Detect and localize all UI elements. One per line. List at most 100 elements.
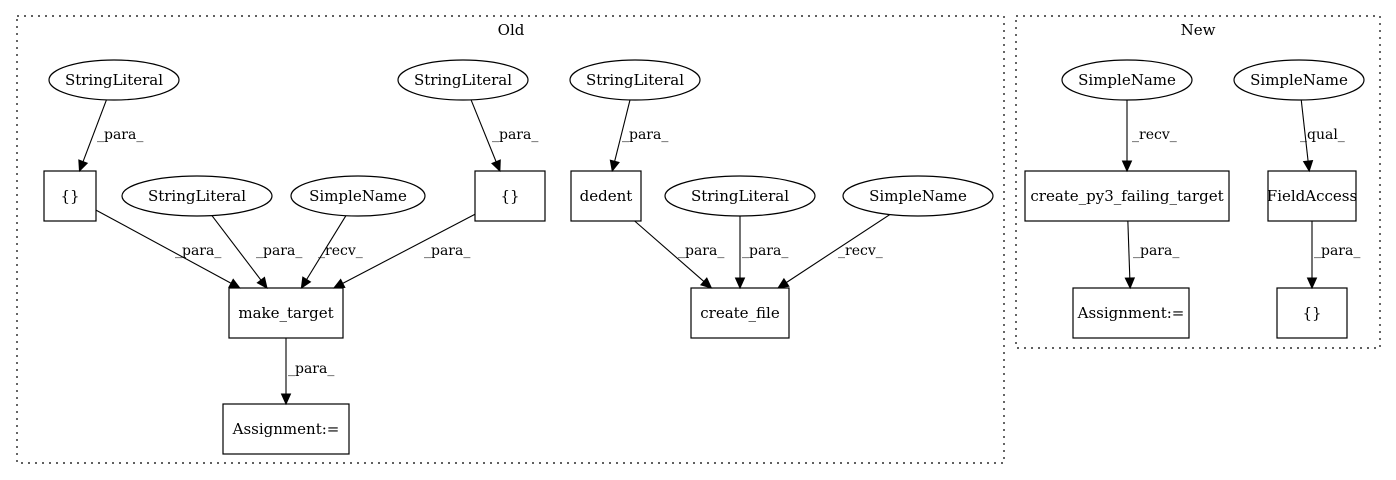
node-label: FieldAccess <box>1267 187 1357 205</box>
arrowhead-icon <box>699 277 713 289</box>
node-fieldaccess: FieldAccess <box>1267 170 1357 222</box>
edge-label: _para_ <box>1314 243 1360 259</box>
clusters-layer: Old New <box>16 15 1381 464</box>
node-assignment: Assignment:= <box>1072 287 1190 339</box>
arrowhead-icon <box>78 159 89 173</box>
arrowhead-icon <box>777 277 790 289</box>
node-ellipse <box>664 175 816 217</box>
node-label: {} <box>60 187 79 205</box>
node-box <box>1072 287 1190 339</box>
edge-label: _para_ <box>1133 243 1179 259</box>
cluster-new-label: New <box>1181 21 1216 39</box>
edge-o_sl4-to-o_make: _para_ <box>211 215 302 289</box>
node-label: SimpleName <box>1250 71 1348 89</box>
arrowhead-icon <box>300 276 312 290</box>
node-stringliteral: StringLiteral <box>397 59 529 101</box>
edge-label: _para_ <box>97 127 143 143</box>
arrowhead-icon <box>734 277 746 290</box>
edge-label: _para_ <box>622 127 668 143</box>
cluster-new: New <box>1015 15 1381 349</box>
edge-o_sl3-to-o_dedent: _para_ <box>609 99 668 173</box>
edge-line <box>82 99 107 162</box>
edge-n_cpft-to-n_assign: _para_ <box>1124 220 1179 290</box>
node-make-target: make_target <box>228 287 344 339</box>
node-dedent: dedent <box>570 170 642 222</box>
edge-o_sl5-to-o_create: _para_ <box>734 216 788 290</box>
edge-o_sn1-to-o_make: _recv_ <box>300 215 363 290</box>
node-create-file: create_file <box>690 287 790 339</box>
cluster-new-border <box>1015 15 1381 349</box>
node-box <box>474 170 546 222</box>
node-label: StringLiteral <box>148 187 246 205</box>
edge-line <box>786 214 891 283</box>
edge-line <box>1300 99 1309 162</box>
node-simplename: SimpleName <box>1233 59 1365 101</box>
edge-line <box>1127 220 1131 279</box>
node-braces: {} <box>43 170 97 222</box>
node-label: Assignment:= <box>232 420 340 438</box>
node-ellipse <box>48 59 180 101</box>
arrowhead-icon <box>1306 277 1318 290</box>
edge-label: _para_ <box>742 243 788 259</box>
node-label: create_file <box>700 304 780 322</box>
node-label: SimpleName <box>869 187 967 205</box>
node-stringliteral: StringLiteral <box>48 59 180 101</box>
node-label: create_py3_failing_target <box>1030 187 1223 205</box>
edge-o_make-to-o_assign: _para_ <box>280 338 334 406</box>
node-box <box>228 287 344 339</box>
node-ellipse <box>121 175 273 217</box>
edge-line <box>306 215 347 280</box>
edge-o_sn2-to-o_create: _recv_ <box>777 214 891 289</box>
node-box <box>1024 170 1230 222</box>
edge-label: _para_ <box>288 361 334 377</box>
arrowhead-icon <box>1121 160 1133 173</box>
node-assignment: Assignment:= <box>222 403 350 455</box>
arrowhead-icon <box>332 278 346 289</box>
edge-label: _para_ <box>175 243 221 259</box>
node-box <box>1267 170 1357 222</box>
edge-label: _para_ <box>424 243 470 259</box>
node-ellipse <box>569 59 701 101</box>
edge-label: _para_ <box>256 243 302 259</box>
arrowhead-icon <box>609 159 620 173</box>
node-label: Assignment:= <box>1077 304 1185 322</box>
edge-line <box>342 213 476 284</box>
edge-label: _para_ <box>492 127 538 143</box>
node-label: SimpleName <box>1078 71 1176 89</box>
edge-line <box>634 220 705 282</box>
node-box <box>690 287 790 339</box>
node-simplename: SimpleName <box>1061 59 1193 101</box>
edge-label: _recv_ <box>1132 127 1177 143</box>
node-stringliteral: StringLiteral <box>664 175 816 217</box>
arrowhead-icon <box>491 159 501 173</box>
arrowhead-icon <box>256 276 268 289</box>
node-ellipse <box>397 59 529 101</box>
node-stringliteral: StringLiteral <box>569 59 701 101</box>
node-box <box>570 170 642 222</box>
edge-line <box>470 99 497 162</box>
edge-label: _recv_ <box>838 243 883 259</box>
node-label: StringLiteral <box>586 71 684 89</box>
node-label: StringLiteral <box>65 71 163 89</box>
edge-label: _qual_ <box>1300 127 1345 143</box>
edge-label: _recv_ <box>318 243 363 259</box>
node-create-py3-failing-target: create_py3_failing_target <box>1024 170 1230 222</box>
node-box <box>222 403 350 455</box>
arrowhead-icon <box>280 393 292 406</box>
node-braces: {} <box>1276 287 1348 339</box>
node-label: StringLiteral <box>414 71 512 89</box>
node-box <box>43 170 97 222</box>
edge-o_sl2-to-o_br2: _para_ <box>470 99 538 173</box>
node-label: dedent <box>580 187 633 205</box>
cluster-old-label: Old <box>498 21 525 39</box>
node-ellipse <box>1061 59 1193 101</box>
node-ellipse <box>1233 59 1365 101</box>
node-stringliteral: StringLiteral <box>121 175 273 217</box>
edge-o_sl1-to-o_br1: _para_ <box>78 99 143 173</box>
edges-layer: _para_ _para_ _para_ _para_ _para_ _recv_ _par… <box>78 99 1360 406</box>
edge-line <box>211 215 262 281</box>
edge-n_sn1-to-n_cpft: _recv_ <box>1121 100 1177 173</box>
node-label: {} <box>1302 304 1321 322</box>
